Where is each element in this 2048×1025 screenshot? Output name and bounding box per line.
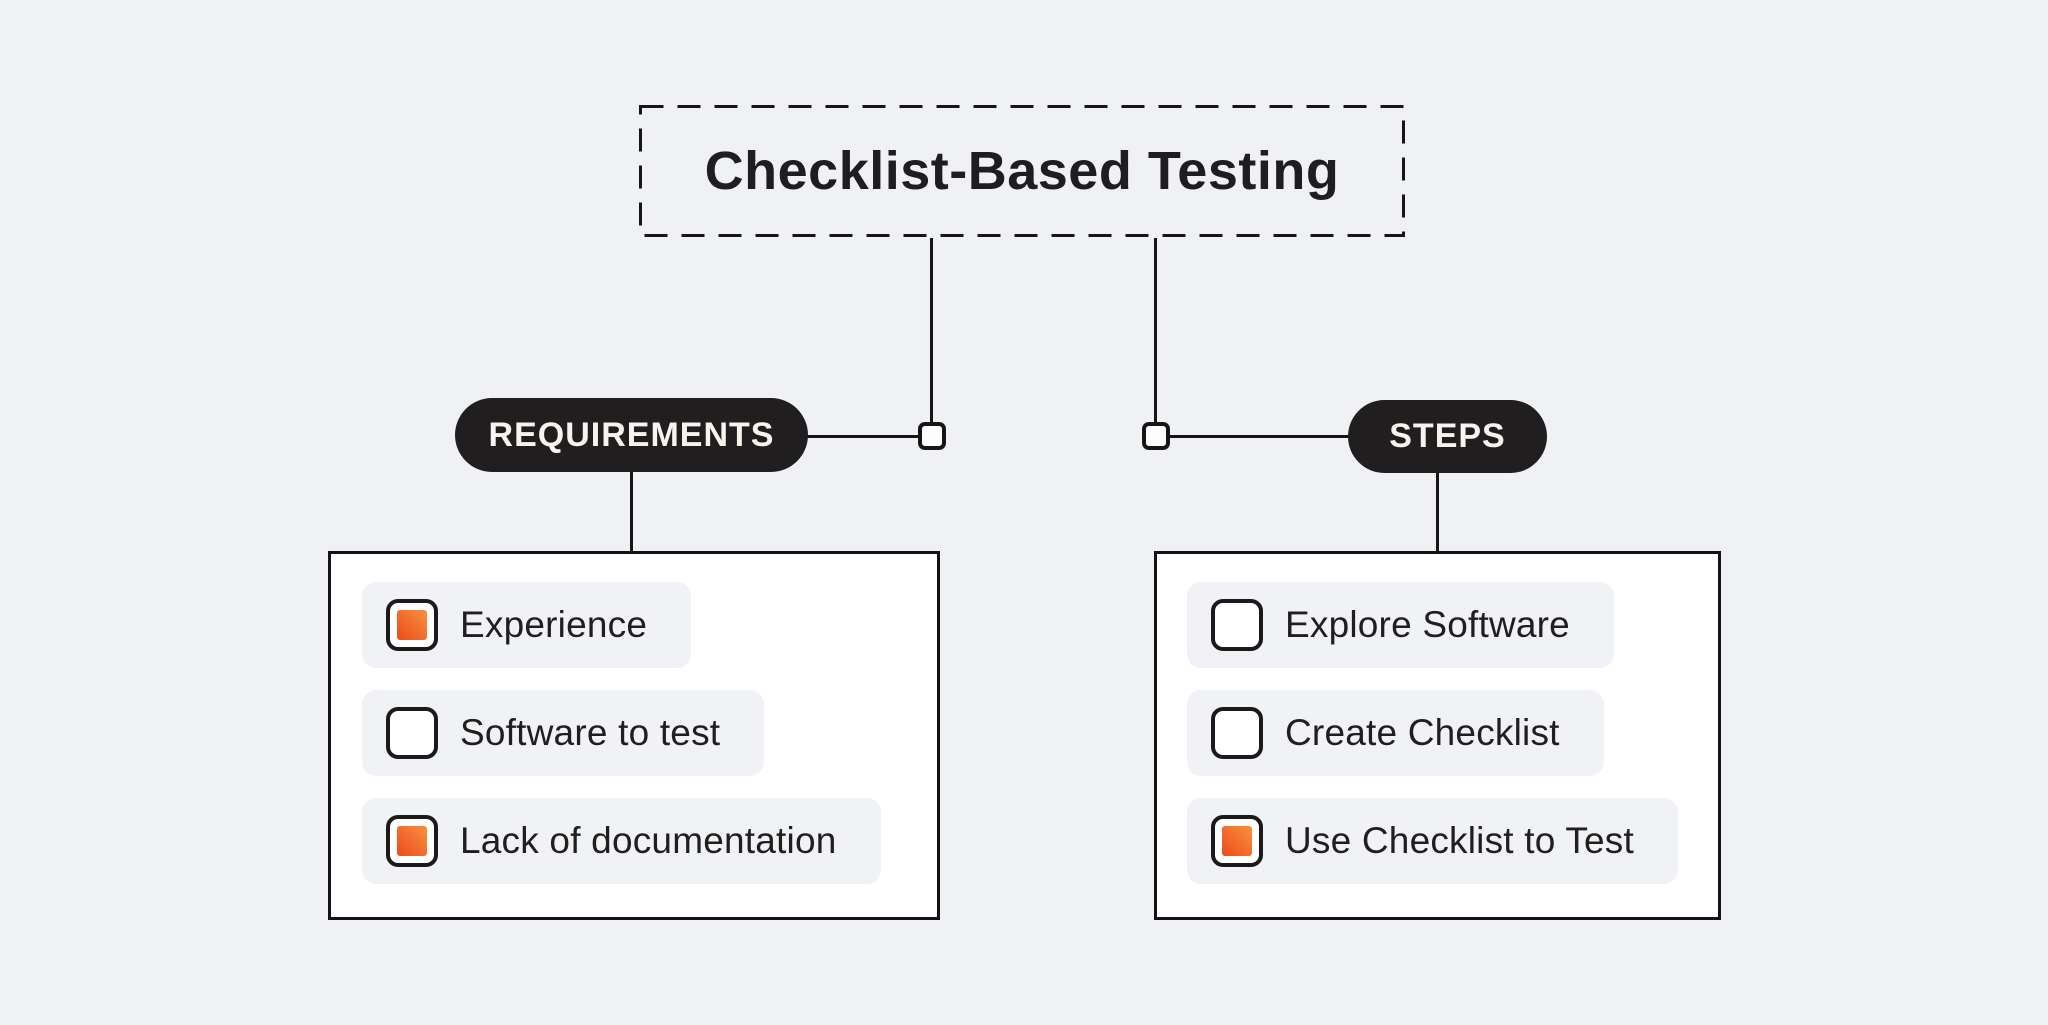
- checklist-item: Explore Software: [1187, 582, 1614, 668]
- item-label: Lack of documentation: [460, 820, 837, 861]
- checkbox-fill: [397, 826, 427, 856]
- item-label: Use Checklist to Test: [1285, 820, 1634, 861]
- checkbox-icon[interactable]: [386, 815, 438, 867]
- checkbox-icon[interactable]: [386, 599, 438, 651]
- requirements-pill-label: REQUIREMENTS: [488, 415, 775, 454]
- checklist-item: Create Checklist: [1187, 690, 1604, 776]
- checkbox-icon[interactable]: [1211, 599, 1263, 651]
- checkbox-icon[interactable]: [1211, 815, 1263, 867]
- item-label: Create Checklist: [1285, 712, 1560, 753]
- checkbox-icon[interactable]: [1211, 707, 1263, 759]
- checkbox-fill: [397, 610, 427, 640]
- checklist-item: Use Checklist to Test: [1187, 798, 1678, 884]
- title-node: Checklist-Based Testing: [639, 105, 1405, 237]
- connector-node-left: [918, 422, 946, 450]
- steps-pill: STEPS: [1348, 400, 1547, 473]
- item-label: Experience: [460, 604, 648, 645]
- steps-pill-label: STEPS: [1389, 417, 1506, 455]
- checklist-item: Lack of documentation: [362, 798, 881, 884]
- connector-line-title-to-right-node: [1154, 238, 1157, 424]
- connector-line-requirements-to-card: [630, 470, 633, 552]
- checkbox-fill: [1222, 826, 1252, 856]
- connector-line-title-to-left-node: [930, 238, 933, 424]
- checklist-item: Experience: [362, 582, 692, 668]
- dashed-border: [639, 105, 1405, 237]
- item-label: Software to test: [460, 712, 721, 753]
- connector-node-right: [1142, 422, 1170, 450]
- requirements-card: Experience Software to test Lack of docu…: [328, 551, 940, 920]
- checkbox-icon[interactable]: [386, 707, 438, 759]
- steps-card: Explore Software Create Checklist Use Ch…: [1154, 551, 1721, 920]
- connector-line-left-node-to-requirements: [802, 435, 920, 438]
- checklist-item: Software to test: [362, 690, 765, 776]
- item-label: Explore Software: [1285, 604, 1570, 645]
- title-label: Checklist-Based Testing: [704, 141, 1340, 201]
- requirements-pill: REQUIREMENTS: [455, 398, 808, 472]
- connector-line-right-node-to-steps: [1168, 435, 1350, 438]
- connector-line-steps-to-card: [1436, 471, 1439, 552]
